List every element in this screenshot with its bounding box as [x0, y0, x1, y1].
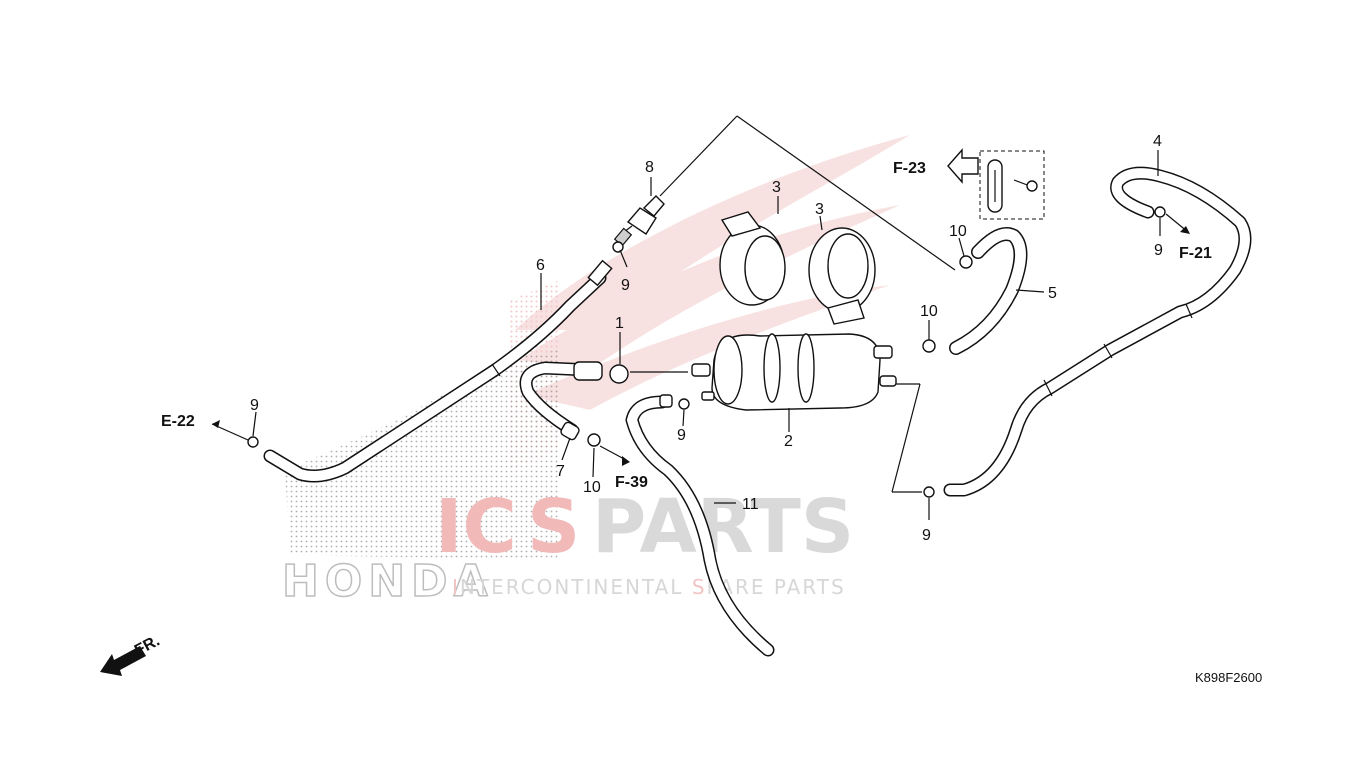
arrow-f39-icon [622, 456, 630, 466]
hose-4 [943, 166, 1252, 497]
clip-9-right [923, 486, 935, 498]
watermark-parts: PARTS [592, 484, 854, 570]
hose-6 [263, 259, 613, 483]
clip-10-mid [922, 339, 936, 353]
band-3b [808, 227, 876, 325]
reference-arrows [212, 226, 1190, 466]
callout-4: 4 [1153, 133, 1162, 150]
callout-11: 11 [742, 496, 759, 513]
callout-3a: 3 [772, 179, 781, 196]
watermark: IC S PARTS HONDA INTERCONTINENTAL SPARE … [281, 135, 910, 608]
callout-6: 6 [536, 257, 545, 274]
callout-9-far-right: 9 [1154, 242, 1163, 259]
hose-7 [519, 361, 603, 441]
callout-5: 5 [1048, 285, 1057, 302]
callout-1: 1 [615, 315, 624, 332]
clip-10-bottom [587, 433, 601, 447]
bracket-inset [947, 148, 1045, 220]
clips [247, 206, 1166, 498]
callout-3b: 3 [815, 201, 824, 218]
clip-9-center [678, 398, 690, 410]
front-arrow-icon [100, 646, 146, 676]
callouts: 8 9 6 1 3 3 2 9 7 10 9 11 10 10 5 4 9 9 [250, 133, 1163, 544]
ref-f39: F-39 [615, 474, 648, 491]
callout-2: 2 [784, 433, 793, 450]
diagram-code: K898F2600 [1195, 670, 1262, 685]
arrow-f23-icon [947, 148, 979, 184]
ref-f23: F-23 [893, 160, 926, 177]
watermark-ic: IC [435, 484, 517, 570]
hose-5 [949, 227, 1028, 355]
callout-10-mid: 10 [920, 303, 938, 320]
watermark-s: S [527, 484, 580, 570]
callout-8: 8 [645, 159, 654, 176]
ref-e22: E-22 [161, 413, 195, 430]
callout-9-right: 9 [922, 527, 931, 544]
hose-11 [625, 394, 775, 657]
arrow-f21-icon [1180, 226, 1190, 234]
callout-10-bottom: 10 [583, 479, 601, 496]
honda-dotted-wing [285, 350, 560, 560]
ref-f21: F-21 [1179, 245, 1212, 262]
reference-labels: E-22 F-39 F-23 F-21 [161, 160, 1212, 491]
clip-10-top [959, 255, 973, 269]
callout-9-top: 9 [621, 277, 630, 294]
clip-9-top [612, 241, 624, 253]
callout-9-center: 9 [677, 427, 686, 444]
clip-9-left [247, 436, 259, 448]
front-indicator: FR. [100, 632, 163, 676]
clip-9-far-right [1154, 206, 1166, 218]
canister-2 [691, 333, 897, 411]
callout-9-left: 9 [250, 397, 259, 414]
arrow-e22-icon [212, 420, 220, 428]
callout-10-top: 10 [949, 223, 967, 240]
callout-7: 7 [556, 463, 565, 480]
watermark-tagline: INTERCONTINENTAL SPARE PARTS [452, 575, 846, 599]
band-3a [719, 211, 786, 306]
clamp-1 [609, 364, 629, 384]
watermark-honda: HONDA [282, 556, 494, 607]
